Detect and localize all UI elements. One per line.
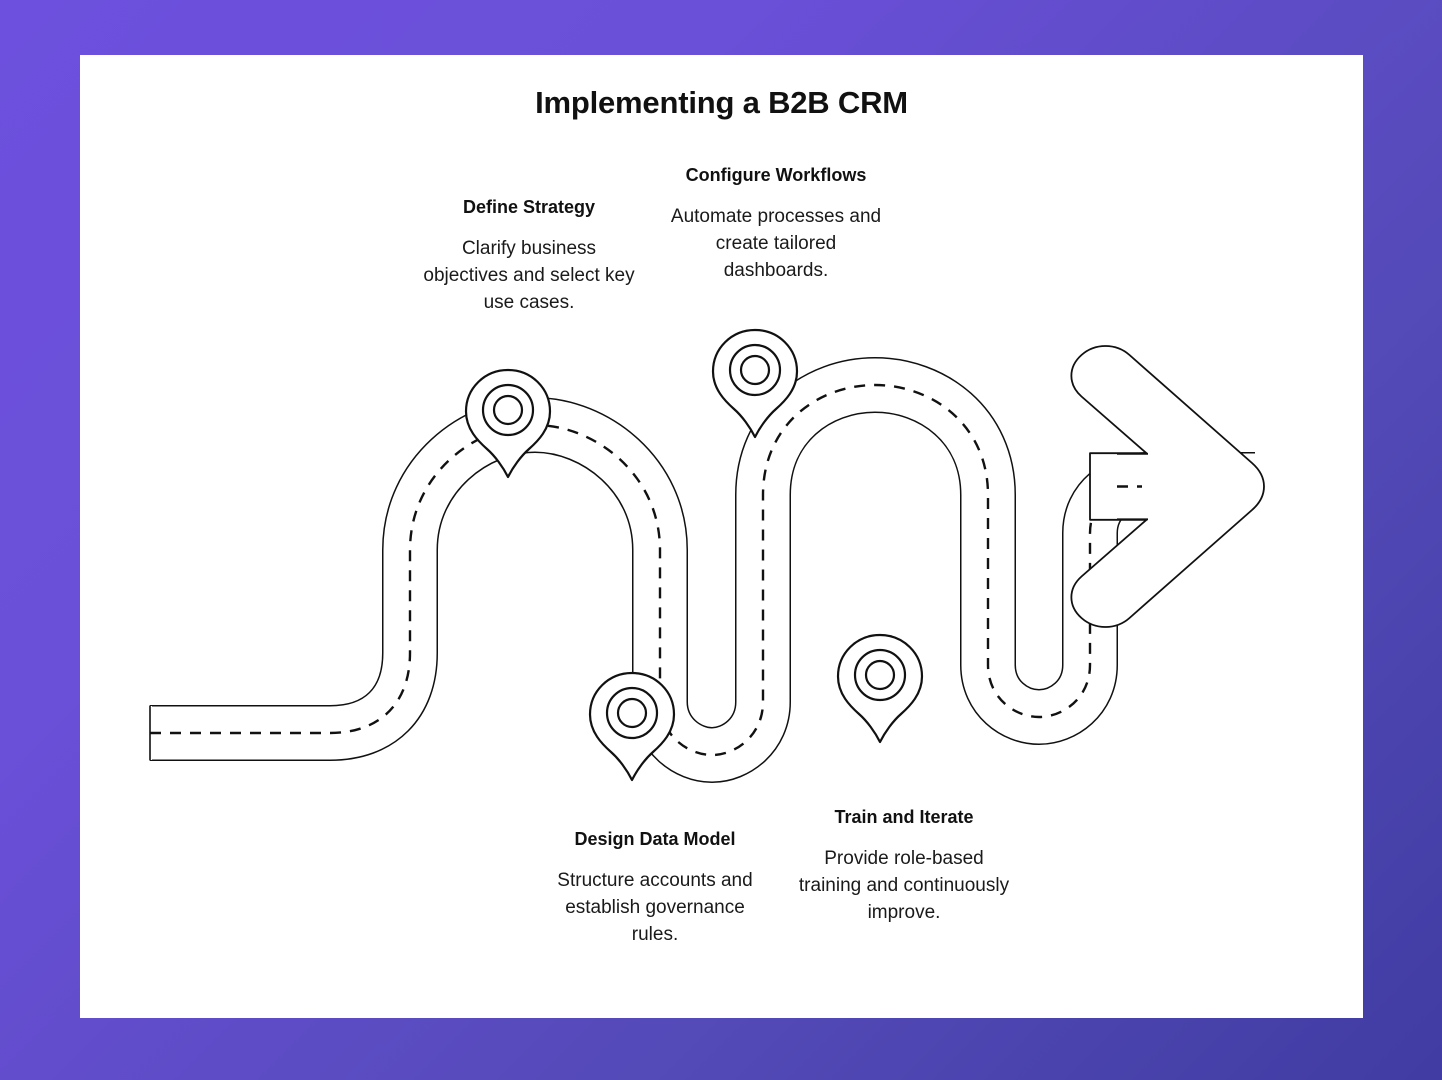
step-2: Configure Workflows Automate processes a…	[670, 163, 882, 285]
arrow-right-icon	[1070, 345, 1265, 628]
step-1-title: Define Strategy	[462, 197, 596, 217]
step-3: Design Data Model Structure accounts and…	[545, 827, 765, 949]
road-group	[132, 345, 1265, 761]
step-3-title: Design Data Model	[574, 829, 736, 849]
roadmap-diagram	[80, 328, 1363, 1018]
arrow-head-shape	[1070, 345, 1265, 628]
step-4: Train and Iterate Provide role-based tra…	[798, 805, 1010, 927]
map-pin-icon-step-4[interactable]	[836, 633, 924, 744]
map-pin-icon-step-3[interactable]	[588, 671, 676, 782]
step-1-body: Clarify business objectives and select k…	[423, 237, 635, 314]
step-1: Define Strategy Clarify business objecti…	[423, 195, 635, 317]
content-card: Implementing a B2B CRM	[80, 55, 1363, 1018]
page-title: Implementing a B2B CRM	[535, 85, 908, 120]
map-pin-icon-step-1[interactable]	[464, 368, 552, 479]
step-4-body: Provide role-based training and continuo…	[798, 847, 1010, 924]
step-2-title: Configure Workflows	[685, 165, 867, 185]
step-2-body: Automate processes and create tailored d…	[670, 205, 882, 282]
step-4-title: Train and Iterate	[834, 807, 974, 827]
road-left-end-mask	[132, 706, 152, 760]
step-3-body: Structure accounts and establish governa…	[557, 869, 753, 946]
map-pin-icon-step-2[interactable]	[711, 328, 799, 439]
